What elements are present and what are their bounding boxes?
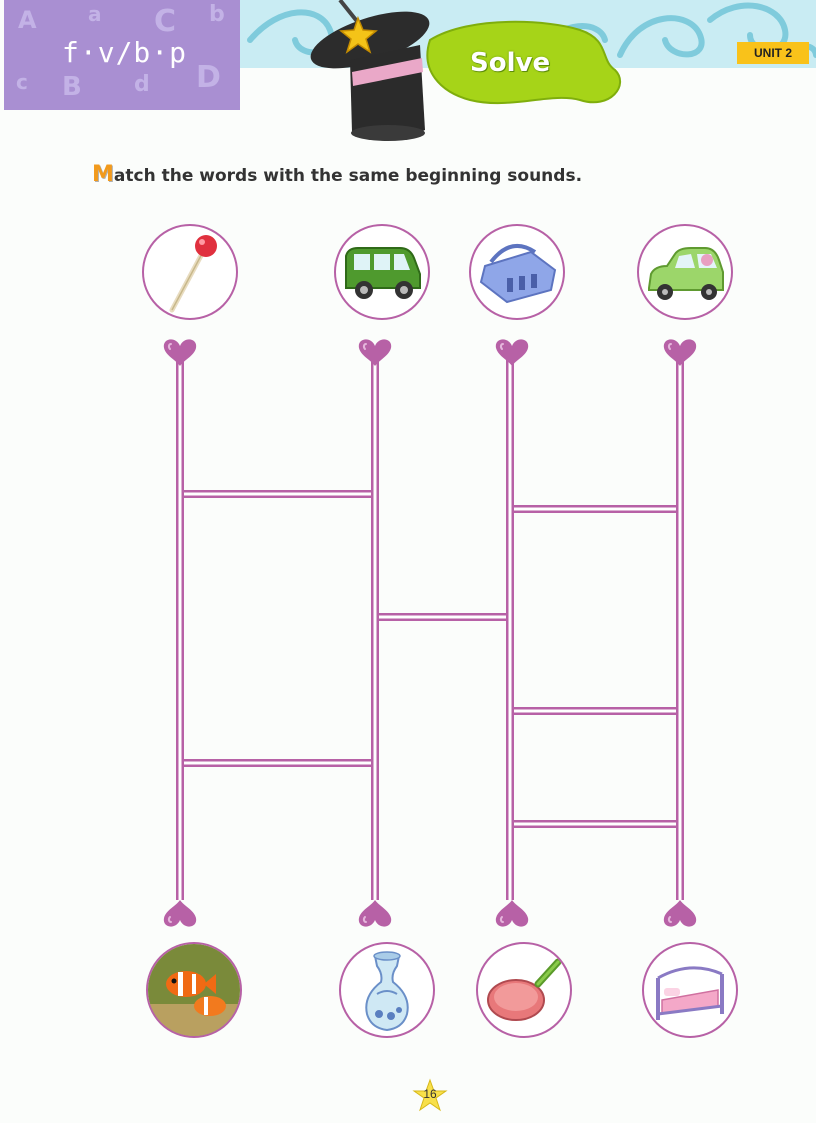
unit-badge: UNIT 2 <box>737 42 809 64</box>
bottom-picture-3[interactable] <box>476 942 572 1038</box>
car-icon <box>648 247 724 300</box>
top-picture-1[interactable] <box>142 224 238 320</box>
instruction-initial: M <box>92 162 114 187</box>
page-number-badge: 16 <box>412 1078 448 1114</box>
bag-icon <box>479 243 557 304</box>
star-icon <box>412 1078 448 1112</box>
bottom-picture-2[interactable] <box>339 942 435 1038</box>
magic-hat-icon <box>310 0 621 141</box>
top-picture-2[interactable] <box>334 224 430 320</box>
phonics-box: A a C b c B d D f·v/b·p <box>4 0 240 110</box>
section-label: Solve <box>470 48 551 78</box>
pin-icon <box>169 235 217 313</box>
bottom-picture-4[interactable] <box>642 942 738 1038</box>
top-picture-4[interactable] <box>637 224 733 320</box>
fish-icon <box>148 944 240 1036</box>
vase-icon <box>365 951 409 1032</box>
page-number: 16 <box>423 1087 437 1101</box>
top-picture-3[interactable] <box>469 224 565 320</box>
instruction-rest: atch the words with the same beginning s… <box>113 166 583 186</box>
instruction-text: Match the words with the same beginning … <box>92 162 582 187</box>
bed-icon <box>656 966 724 1020</box>
phonics-title: f·v/b·p <box>62 36 188 69</box>
bottom-picture-1[interactable] <box>146 942 242 1038</box>
pan-icon <box>487 958 562 1021</box>
van-icon <box>345 247 421 299</box>
